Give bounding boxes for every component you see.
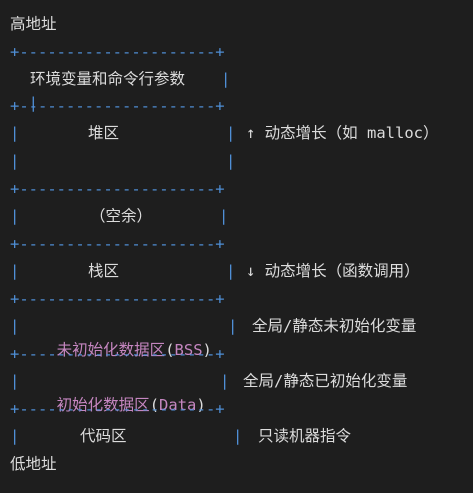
bss-paren-close: ) xyxy=(202,341,212,359)
left-pipe: | xyxy=(10,207,20,225)
heap-label: 堆区 xyxy=(88,124,120,142)
right-pipe: | xyxy=(220,372,230,390)
right-pipe: | xyxy=(226,262,236,280)
left-pipe: | xyxy=(10,317,20,335)
env-row: | xyxy=(10,67,38,112)
data-label: 初始化数据区(Data) xyxy=(38,369,206,414)
code-note: 只读机器指令 xyxy=(258,427,352,445)
right-pipe: | xyxy=(221,70,231,88)
left-pipe: | xyxy=(10,262,20,280)
border-line-7: +---------------------+ xyxy=(10,400,225,418)
left-pipe: | xyxy=(10,372,20,390)
border-line-3: +---------------------+ xyxy=(10,180,225,198)
border-line-1: +---------------------+ xyxy=(10,43,225,61)
right-pipe: | xyxy=(226,124,236,142)
right-pipe: | xyxy=(228,317,238,335)
stack-note: ↓ 动态增长（函数调用） xyxy=(246,262,420,280)
border-line-5: +---------------------+ xyxy=(10,290,225,308)
left-pipe: | xyxy=(10,124,20,142)
code-label: 代码区 xyxy=(80,427,127,445)
heap-note: ↑ 动态增长（如 malloc） xyxy=(246,124,439,142)
bss-note: 全局/静态未初始化变量 xyxy=(252,317,417,335)
data-en: Data xyxy=(159,396,197,414)
bss-paren-open: ( xyxy=(165,341,175,359)
bss-en: BSS xyxy=(174,341,203,359)
data-paren-open: ( xyxy=(149,396,160,414)
data-note: 全局/静态已初始化变量 xyxy=(243,372,408,390)
border-line-2: +---------------------+ xyxy=(10,97,225,115)
data-zh: 初始化数据区 xyxy=(56,396,150,414)
bss-zh: 未初始化数据区 xyxy=(56,341,166,359)
border-line-6: +---------------------+ xyxy=(10,345,225,363)
bss-label: 未初始化数据区(BSS) xyxy=(38,314,212,359)
low-address-label: 低地址 xyxy=(10,455,57,473)
left-pipe: | xyxy=(10,152,20,170)
data-paren-close: ) xyxy=(196,396,206,414)
free-label: （空余） xyxy=(90,207,153,225)
right-pipe: | xyxy=(233,427,243,445)
env-label: 环境变量和命令行参数 xyxy=(30,70,186,88)
right-pipe: | xyxy=(219,207,229,225)
left-pipe: | xyxy=(28,94,39,112)
border-line-4: +---------------------+ xyxy=(10,235,225,253)
stack-label: 栈区 xyxy=(88,262,120,280)
high-address-label: 高地址 xyxy=(10,15,57,33)
left-pipe: | xyxy=(10,427,20,445)
right-pipe: | xyxy=(226,152,236,170)
